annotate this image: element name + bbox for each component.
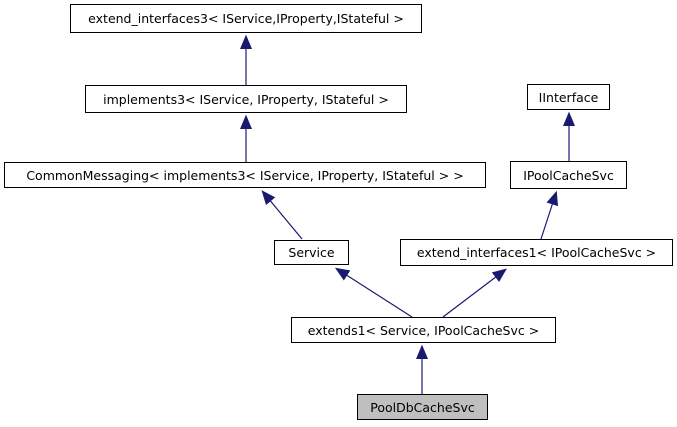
node-extend-interfaces1[interactable]: extend_interfaces1< IPoolCacheSvc >: [400, 239, 673, 266]
node-implements3[interactable]: implements3< IService, IProperty, IState…: [85, 85, 407, 113]
edge-extend-interfaces1-to-ipoolcachesvc: [540, 190, 558, 240]
node-extend-interfaces3[interactable]: extend_interfaces3< IService,IProperty,I…: [70, 4, 422, 33]
edge-service-to-commonmessaging: [261, 190, 303, 240]
node-commonmessaging[interactable]: CommonMessaging< implements3< IService, …: [4, 162, 486, 188]
node-service[interactable]: Service: [274, 240, 349, 265]
edge-extends1-to-service: [334, 267, 413, 318]
edge-extends1-to-extend-interfaces1: [442, 268, 507, 318]
node-extends1[interactable]: extends1< Service, IPoolCacheSvc >: [291, 317, 556, 343]
node-ipoolcachesvc[interactable]: IPoolCacheSvc: [510, 161, 627, 189]
node-pooldbcachesvc-current-class: PoolDbCacheSvc: [357, 394, 488, 420]
node-iinterface[interactable]: IInterface: [527, 84, 610, 110]
